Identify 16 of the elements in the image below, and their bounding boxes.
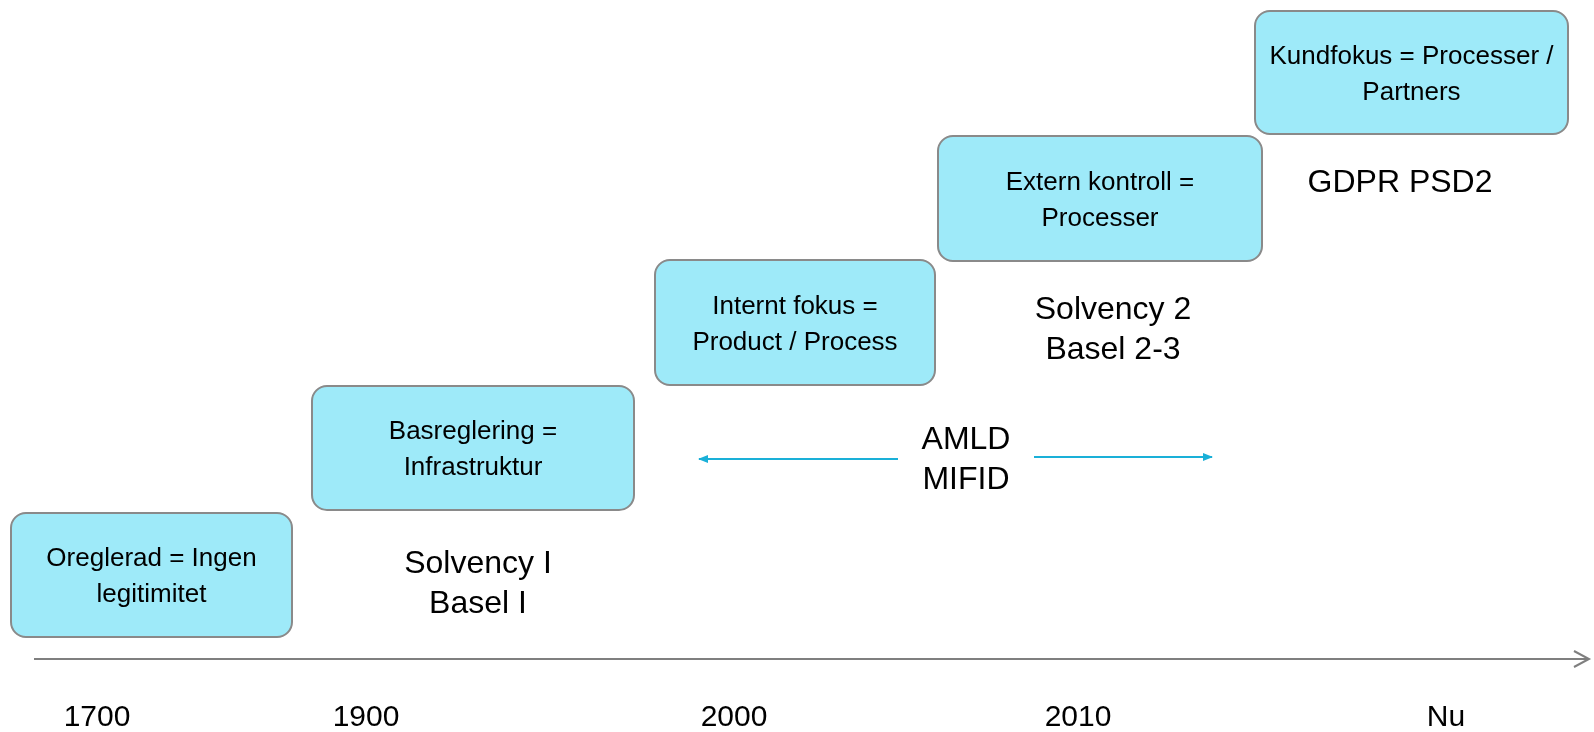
regulation-text: Solvency 2 Basel 2-3 [1033,289,1193,368]
arrow [698,455,899,463]
stage-box: Internt fokus = Product / Process [654,259,936,386]
regulation-text: AMLD MIFID [898,415,1034,500]
year-label: 2010 [1043,698,1113,732]
year-label: 1700 [62,698,132,732]
regulation-text: Solvency I Basel I [403,543,553,622]
regulation-text: GDPR PSD2 [1306,162,1494,201]
stage-box: Kundfokus = Processer / Partners [1254,10,1569,135]
year-label: 2000 [699,698,769,732]
year-label: Nu [1425,698,1467,732]
stage-box: Basreglering = Infrastruktur [311,385,635,511]
stage-box: Extern kontroll = Processer [937,135,1263,262]
stage-box: Oreglerad = Ingen legitimitet [10,512,293,638]
arrow [1033,453,1213,461]
year-label: 1900 [331,698,401,732]
